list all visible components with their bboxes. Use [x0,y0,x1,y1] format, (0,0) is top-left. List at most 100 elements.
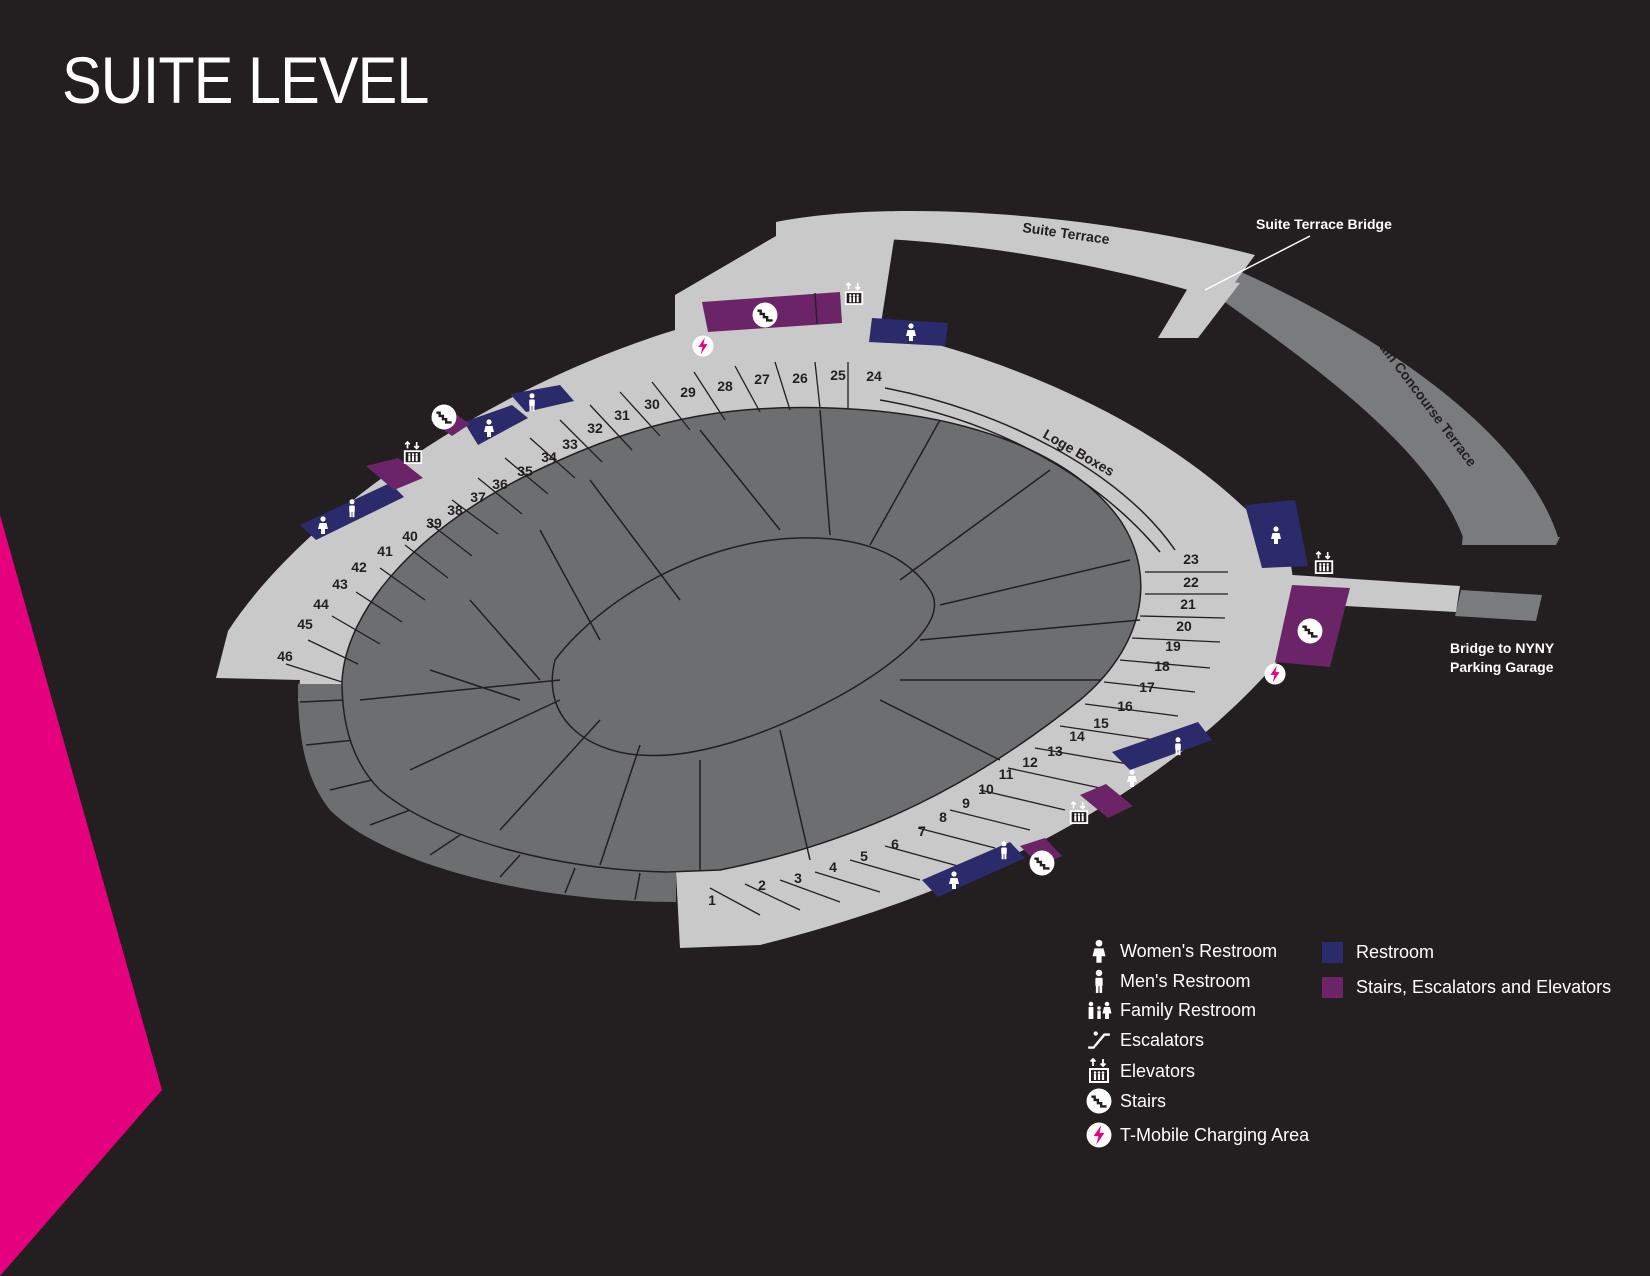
legend-label: Elevators [1120,1060,1196,1081]
section-12-label[interactable]: 12 [1022,754,1038,770]
legend-item-escalators: Escalators [1086,1027,1204,1053]
section-46-label[interactable]: 46 [277,648,293,664]
section-16-label[interactable]: 16 [1117,698,1133,714]
label-bridge-nyny-line1: Bridge to NYNY [1450,640,1555,656]
legend-item-circulation-swatch: Stairs, Escalators and Elevators [1322,977,1611,998]
section-13-label[interactable]: 13 [1047,743,1063,759]
bowl-divider-lines [359,409,1141,870]
lower-bowl-band-lines [299,699,641,901]
section-39-label[interactable]: 39 [426,515,442,531]
legend-label: Stairs, Escalators and Elevators [1356,977,1612,997]
lightning-bolt-icon [1086,1122,1112,1148]
section-18-label[interactable]: 18 [1154,658,1170,674]
section-30-label[interactable]: 30 [644,396,660,412]
legend-item-womens-restroom: Women's Restroom [1086,938,1277,964]
section-3-label[interactable]: 3 [794,870,802,886]
section-45-label[interactable]: 45 [297,616,313,632]
legend-item-stairs: Stairs [1086,1088,1166,1114]
vertical-circulation-w[interactable] [366,458,423,490]
restroom-block-se-1[interactable] [1112,722,1212,770]
section-1-label[interactable]: 1 [708,892,716,908]
loge-boxes-outline [879,399,1161,553]
section-25-label[interactable]: 25 [830,367,846,383]
section-11-label[interactable]: 11 [999,766,1014,782]
section-7-label[interactable]: 7 [918,823,926,839]
section-33-label[interactable]: 33 [562,436,578,452]
section-27-label[interactable]: 27 [754,371,770,387]
section-44-label[interactable]: 44 [313,596,329,612]
legend-label: Restroom [1356,942,1435,962]
section-17-label[interactable]: 17 [1139,679,1155,695]
section-cell-lines [285,361,1228,916]
legend-label: Escalators [1120,1029,1205,1050]
section-20-label[interactable]: 20 [1176,618,1192,634]
restroom-block-nw-1[interactable] [510,385,574,412]
section-28-label[interactable]: 28 [717,378,733,394]
section-42-label[interactable]: 42 [351,559,367,575]
lower-bowl-outer [298,684,676,902]
section-37-label[interactable]: 37 [470,489,486,505]
section-31-label[interactable]: 31 [614,407,630,423]
label-bridge-nyny-line2: Parking Garage [1450,659,1554,675]
section-6-label[interactable]: 6 [891,836,899,852]
section-24-label[interactable]: 24 [866,368,882,384]
section-36-label[interactable]: 36 [492,476,508,492]
man-icon [1086,968,1112,994]
section-35-label[interactable]: 35 [517,463,533,479]
vertical-circulation-se-1[interactable] [1080,784,1133,818]
section-19-label[interactable]: 19 [1165,638,1181,654]
legend-label: Men's Restroom [1120,970,1251,991]
legend-label: T-Mobile Charging Area [1120,1124,1310,1145]
magenta-accent-shape [0,515,162,1276]
suite-terrace-bridge [1158,278,1240,338]
section-41-label[interactable]: 41 [377,543,393,559]
page-title: SUITE LEVEL [62,43,429,117]
section-34-label[interactable]: 34 [541,449,557,465]
section-22-label[interactable]: 22 [1183,574,1199,590]
legend-item-family-restroom: Family Restroom [1086,997,1256,1023]
section-4-label[interactable]: 4 [829,859,837,875]
section-23-label[interactable]: 23 [1183,551,1199,567]
main-concourse-terrace [1222,266,1558,537]
legend-label: Women's Restroom [1120,940,1278,961]
section-10-label[interactable]: 10 [978,781,994,797]
woman-icon [1086,938,1112,964]
section-8-label[interactable]: 8 [939,809,947,825]
bridge-to-nyny [1455,590,1542,621]
restroom-swatch [1322,942,1343,963]
section-40-label[interactable]: 40 [402,528,418,544]
terrace-lower-leg [1462,532,1560,545]
section-32-label[interactable]: 32 [587,420,603,436]
restroom-block-nw-2[interactable] [464,405,528,445]
section-26-label[interactable]: 26 [792,370,808,386]
section-38-label[interactable]: 38 [447,502,463,518]
restroom-block-se-2[interactable] [922,842,1025,897]
section-15-label[interactable]: 15 [1093,715,1109,731]
stairs-icon [1086,1088,1112,1114]
suite-terrace-walk [776,210,1255,300]
legend-label: Stairs [1120,1090,1167,1111]
legend-item-charging-area: T-Mobile Charging Area [1086,1122,1309,1148]
elevator-icon [1086,1058,1112,1084]
legend-label: Family Restroom [1120,999,1257,1020]
section-5-label[interactable]: 5 [860,848,868,864]
section-43-label[interactable]: 43 [332,576,348,592]
section-2-label[interactable]: 2 [758,877,766,893]
section-9-label[interactable]: 9 [962,795,970,811]
legend-item-mens-restroom: Men's Restroom [1086,968,1250,994]
family-icon [1086,997,1112,1023]
event-floor [551,537,936,757]
escalator-icon [1086,1027,1112,1053]
section-14-label[interactable]: 14 [1069,728,1085,744]
section-29-label[interactable]: 29 [680,384,696,400]
vertical-circulation-top-divider [814,292,818,325]
section-21-label[interactable]: 21 [1180,596,1196,612]
goose-island-lounge-outline [884,387,1176,551]
circulation-swatch [1322,977,1343,998]
suite-terrace-bridge-leader [1204,235,1311,291]
label-suite-terrace-bridge: Suite Terrace Bridge [1256,216,1392,232]
